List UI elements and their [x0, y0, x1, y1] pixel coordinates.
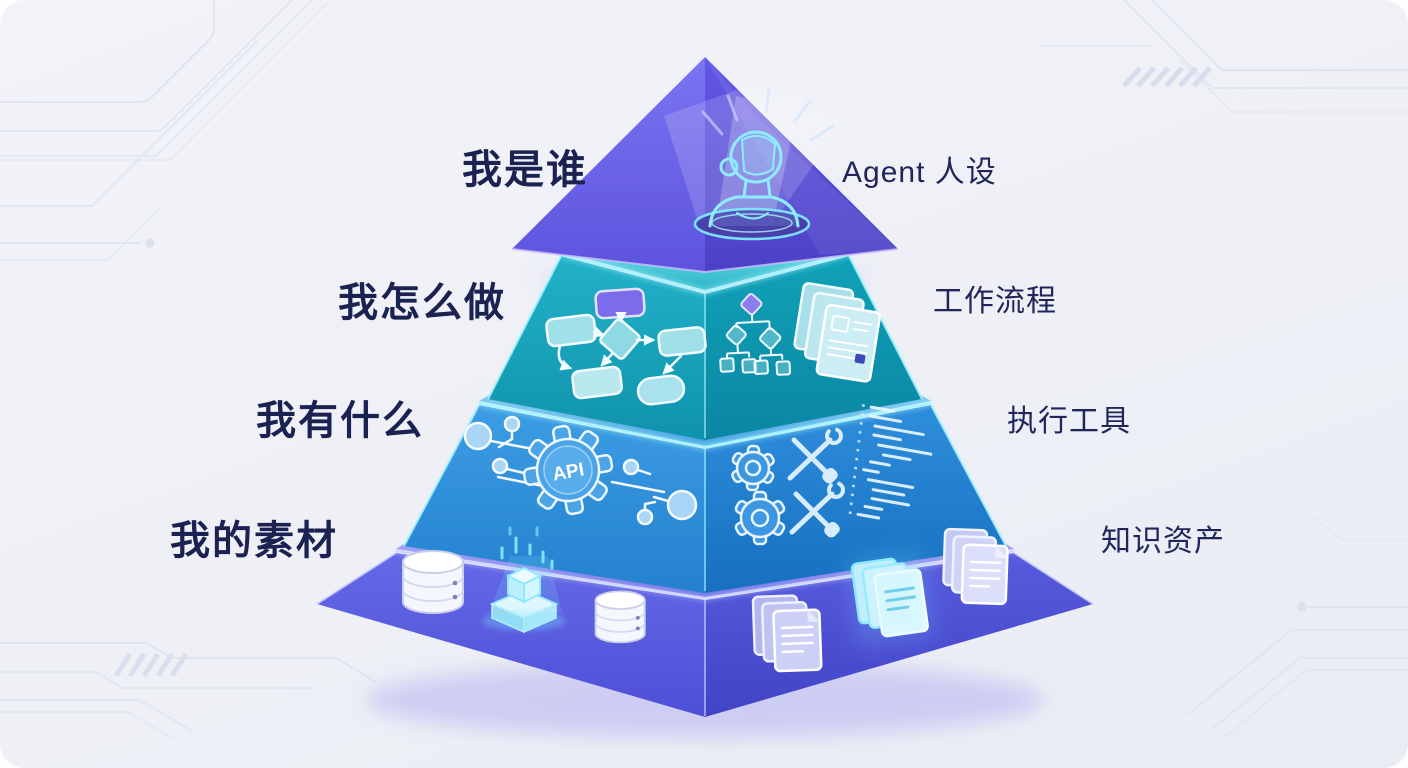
hatch-stripes-top-right [1122, 66, 1212, 88]
level-1-left-face [512, 57, 705, 272]
document-stack-icon [942, 527, 1009, 606]
document-stack-icon [845, 549, 936, 648]
level-3-right-face [705, 405, 1006, 593]
level-4-left-label: 我的素材 [170, 519, 338, 563]
circuit-dot [1297, 602, 1307, 612]
documents-icon [793, 282, 881, 383]
crossed-tools-icon [787, 427, 845, 538]
level-1-left-label: 我是谁 [462, 148, 588, 192]
org-tree-icon [719, 293, 791, 376]
level-2-edge-highlights [487, 251, 923, 438]
document-stack-icon [751, 594, 823, 673]
code-block-icon [848, 404, 933, 520]
circuit-dot [145, 238, 155, 248]
hatch-stripes-bottom-left [113, 652, 189, 678]
level-3-right-label: 执行工具 [1007, 405, 1131, 438]
circuit-traces-bottom-right [1187, 511, 1408, 737]
level-4-right-label: 知识资产 [1101, 525, 1225, 558]
level-1-right-label: Agent 人设 [842, 156, 997, 189]
database-icon [594, 590, 646, 644]
api-gear-icon: API [522, 424, 614, 516]
circuit-nodes-icon [463, 415, 698, 526]
level-2-left-label: 我怎么做 [338, 281, 506, 325]
cube-hologram-icon [482, 526, 566, 634]
level-2-right-label: 工作流程 [933, 285, 1057, 318]
level-1-sheen [705, 57, 898, 255]
circuit-traces-top-right [1040, 0, 1408, 113]
level-3-left-label: 我有什么 [256, 399, 424, 443]
flowchart-icon [545, 287, 707, 406]
level-1-edge-highlight [511, 248, 899, 274]
database-icon [402, 550, 464, 614]
circuit-traces-top-left [0, 0, 329, 261]
robot-hologram-icon [664, 86, 842, 241]
gears-icon [731, 444, 786, 546]
